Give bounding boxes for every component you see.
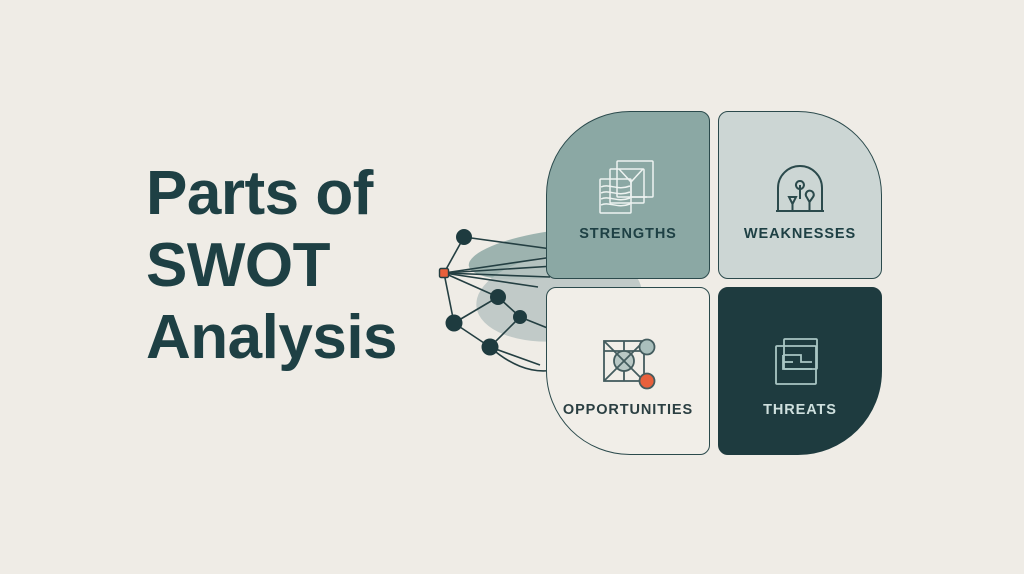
swot-label-weaknesses: WEAKNESSES: [743, 226, 857, 242]
swot-label-opportunities: OPPORTUNITIES: [562, 402, 694, 418]
swot-label-strengths: STRENGTHS: [579, 226, 677, 242]
crosshair-square-nodes-icon: [599, 328, 657, 400]
title-line-3: Analysis: [146, 303, 398, 372]
layered-documents-icon: [597, 152, 659, 224]
overlapping-panels-icon: [771, 328, 829, 400]
title-line-1: Parts of: [146, 159, 373, 228]
swot-label-threats: THREATS: [763, 402, 837, 418]
swot-quadrant-threats[interactable]: THREATS: [718, 287, 882, 455]
swot-quadrant-grid: STRENGTHS WEAKNESSES: [546, 111, 882, 455]
swot-quadrant-weaknesses[interactable]: WEAKNESSES: [718, 111, 882, 279]
swot-quadrant-strengths[interactable]: STRENGTHS: [546, 111, 710, 279]
swot-quadrant-opportunities[interactable]: OPPORTUNITIES: [546, 287, 710, 455]
title-line-2: SWOT: [146, 231, 330, 300]
page-title: Parts of SWOT Analysis: [146, 158, 526, 374]
arch-dome-pins-icon: [771, 152, 829, 224]
network-node-graph: [438, 229, 589, 372]
